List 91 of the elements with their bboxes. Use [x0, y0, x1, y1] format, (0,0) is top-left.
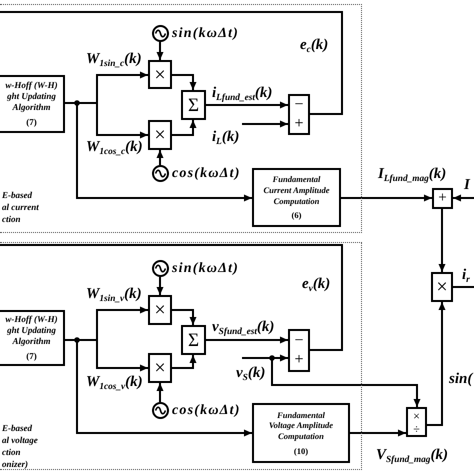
multiplier-block	[148, 295, 172, 325]
signal-label: I	[464, 176, 470, 194]
group-caption: E-based al voltage ction onizer)	[2, 422, 39, 470]
operator-sign: ×	[154, 358, 166, 378]
operator-sign: ÷	[413, 422, 420, 434]
operator-sign: ×	[154, 64, 166, 84]
subtractor-block	[288, 94, 310, 135]
adder-block	[432, 188, 453, 209]
signal-label: W$_{1cos_v}$(k)	[86, 373, 143, 391]
signal-arrow	[242, 120, 288, 128]
equation-number: (10)	[292, 446, 310, 456]
multiply-divide-block	[406, 407, 427, 437]
signal-arrow	[96, 306, 148, 340]
dashed-group-frame	[0, 242, 362, 470]
operator-sign: −	[294, 97, 304, 114]
dashed-group-frame	[0, 4, 362, 233]
operator-sign: ×	[154, 300, 166, 320]
signal-label: I$_{Lfund_mag}$(k)	[378, 165, 446, 183]
signal-arrow	[96, 72, 148, 103]
block-label: Fundamental Current Amplitude Computation	[262, 174, 331, 206]
signal-arrow	[76, 340, 252, 436]
signal-label: W$_{1sin_v}$(k)	[86, 285, 142, 303]
signal-arrow	[96, 340, 148, 372]
signal-arrow	[76, 103, 252, 202]
signal-arrow	[156, 383, 164, 402]
signal-label: e$_{v}$(k)	[302, 275, 330, 293]
signal-arrow	[172, 120, 196, 136]
block-label: w-Hoff (W-H) ght Updating Algorithm	[4, 314, 59, 348]
multiplier-block	[148, 120, 172, 150]
signal-label: i$_{L}$(k)	[212, 128, 240, 146]
signal-arrow	[156, 277, 164, 295]
signal-arrow	[453, 194, 474, 202]
operator-sign: ×	[436, 277, 448, 297]
signal-arrow	[271, 358, 420, 407]
algorithm-block	[0, 75, 65, 133]
summing-block	[181, 90, 206, 120]
signal-arrow	[206, 336, 288, 344]
signal-label: v$_{Sfund_est}$(k)	[212, 318, 274, 336]
ac-source-symbol	[152, 165, 169, 182]
signal-label: W$_{1sin_c}$(k)	[86, 50, 142, 68]
ac-source-symbol	[152, 260, 169, 277]
signal-line	[0, 244, 343, 351]
signal-line	[65, 339, 77, 341]
computation-block	[252, 168, 341, 227]
signal-arrow	[242, 354, 288, 362]
ac-source-symbol	[152, 25, 169, 42]
block-label: w-Hoff (W-H) ght Updating Algorithm	[4, 80, 59, 114]
signal-label: v$_{S}$(k)	[236, 364, 266, 382]
signal-arrow	[172, 355, 196, 369]
signal-arrow	[350, 430, 406, 436]
operator-sign: +	[438, 191, 447, 206]
signal-arrow	[438, 209, 446, 272]
signal-label: i$_{Lfund_est}$(k)	[212, 84, 272, 102]
operator-sign: Σ	[188, 330, 200, 350]
source-label: cos(kωΔt)	[172, 165, 241, 182]
multiplier-block	[148, 353, 172, 383]
operator-sign: +	[294, 352, 304, 368]
operator-sign: ×	[413, 410, 420, 422]
equation-number: (6)	[290, 210, 302, 221]
source-label: cos(kωΔt)	[172, 402, 241, 419]
operator-sign: Σ	[188, 96, 200, 114]
operator-sign: ×	[154, 125, 166, 145]
signal-arrow	[172, 309, 196, 325]
signal-line	[0, 11, 343, 115]
group-caption: E-based al current ction	[2, 189, 40, 225]
algorithm-block	[0, 310, 65, 366]
summing-block	[181, 325, 206, 355]
block-label: Fundamental Voltage Amplitude Computation	[268, 410, 334, 442]
signal-label: V$_{Sfund_mag}$(k)	[376, 446, 448, 464]
signal-arrow	[427, 302, 446, 426]
operator-sign: +	[294, 116, 304, 132]
source-label: sin(kωΔt)	[172, 260, 240, 277]
signal-arrow	[156, 150, 164, 165]
multiplier-block	[431, 272, 453, 302]
signal-arrow	[206, 102, 288, 108]
signal-arrow	[341, 194, 432, 202]
operator-sign: −	[294, 332, 304, 349]
signal-line	[77, 339, 97, 341]
signal-label: e$_{c}$(k)	[300, 36, 328, 54]
signal-line	[453, 286, 474, 288]
source-label: sin(kωΔt)	[172, 25, 240, 42]
computation-block	[252, 403, 350, 463]
signal-label: sin(	[449, 370, 472, 388]
signal-label: i$_{r}$	[462, 266, 470, 284]
equation-number: (7)	[25, 351, 38, 362]
equation-number: (7)	[25, 117, 38, 128]
subtractor-block	[288, 329, 310, 372]
multiplier-block	[148, 60, 172, 89]
signal-arrow	[172, 74, 196, 90]
signal-arrow	[156, 42, 164, 60]
ac-source-symbol	[152, 402, 169, 419]
